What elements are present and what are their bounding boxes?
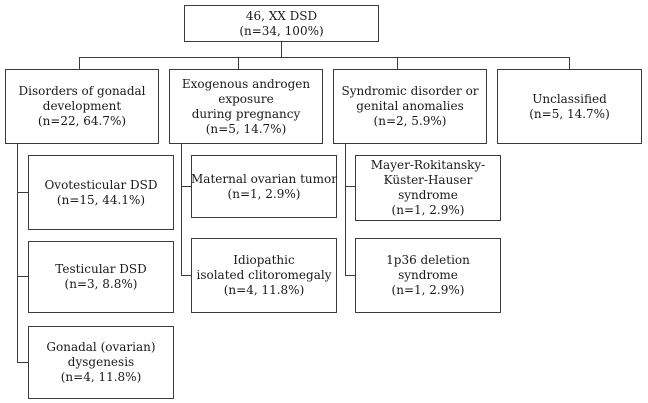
subcategory-count: (n=4, 11.8%) <box>223 283 305 297</box>
category-label: Syndromic disorder or genital anomalies <box>341 84 479 113</box>
subcategory-count: (n=1, 2.9%) <box>391 283 465 297</box>
subcategory-label: Mayer-Rokitansky- Küster-Hauser syndrome <box>370 158 486 202</box>
category-exogenous-androgen: Exogenous androgen exposure during pregn… <box>169 69 323 144</box>
subcategory-count: (n=1, 2.9%) <box>227 186 301 201</box>
subcategory-maternal-ovarian-tumor: Maternal ovarian tumor (n=1, 2.9%) <box>191 155 337 218</box>
subcategory-count: (n=1, 2.9%) <box>391 203 465 217</box>
subcategory-count: (n=15, 44.1%) <box>56 192 146 207</box>
subcategory-testicular-dsd: Testicular DSD (n=3, 8.8%) <box>28 241 174 313</box>
subcategory-label: Maternal ovarian tumor <box>191 171 337 186</box>
category-count: (n=5, 14.7%) <box>529 106 610 121</box>
subcategory-count: (n=4, 11.8%) <box>60 370 142 384</box>
subcategory-mrkh-syndrome: Mayer-Rokitansky- Küster-Hauser syndrome… <box>355 155 501 221</box>
category-label: Unclassified <box>532 91 607 106</box>
subcategory-label: Ovotesticular DSD <box>44 177 158 192</box>
category-syndromic: Syndromic disorder or genital anomalies … <box>333 69 487 144</box>
category-unclassified: Unclassified (n=5, 14.7%) <box>497 69 642 144</box>
subcategory-ovotesticular-dsd: Ovotesticular DSD (n=15, 44.1%) <box>28 155 174 230</box>
subcategory-label: 1p36 deletion syndrome <box>386 253 470 282</box>
category-label: Disorders of gonadal development <box>18 84 146 113</box>
subcategory-label: Gonadal (ovarian) dysgenesis <box>46 340 156 369</box>
root-node: 46, XX DSD (n=34, 100%) <box>184 5 379 42</box>
root-count: (n=34, 100%) <box>239 23 324 38</box>
category-count: (n=5, 14.7%) <box>205 121 287 136</box>
category-count: (n=2, 5.9%) <box>373 114 447 128</box>
subcategory-gonadal-dysgenesis: Gonadal (ovarian) dysgenesis (n=4, 11.8%… <box>28 326 174 399</box>
subcategory-count: (n=3, 8.8%) <box>64 277 138 291</box>
subcategory-1p36-deletion: 1p36 deletion syndrome (n=1, 2.9%) <box>355 238 501 313</box>
category-label: Exogenous androgen exposure during pregn… <box>181 76 311 121</box>
root-title: 46, XX DSD <box>245 8 318 23</box>
subcategory-label: Testicular DSD <box>55 262 147 276</box>
category-gonadal-development: Disorders of gonadal development (n=22, … <box>5 69 159 144</box>
subcategory-isolated-clitoromegaly: Idiopathic isolated clitoromegaly (n=4, … <box>191 238 337 313</box>
category-count: (n=22, 64.7%) <box>37 114 127 128</box>
subcategory-label: Idiopathic isolated clitoromegaly <box>196 253 332 282</box>
